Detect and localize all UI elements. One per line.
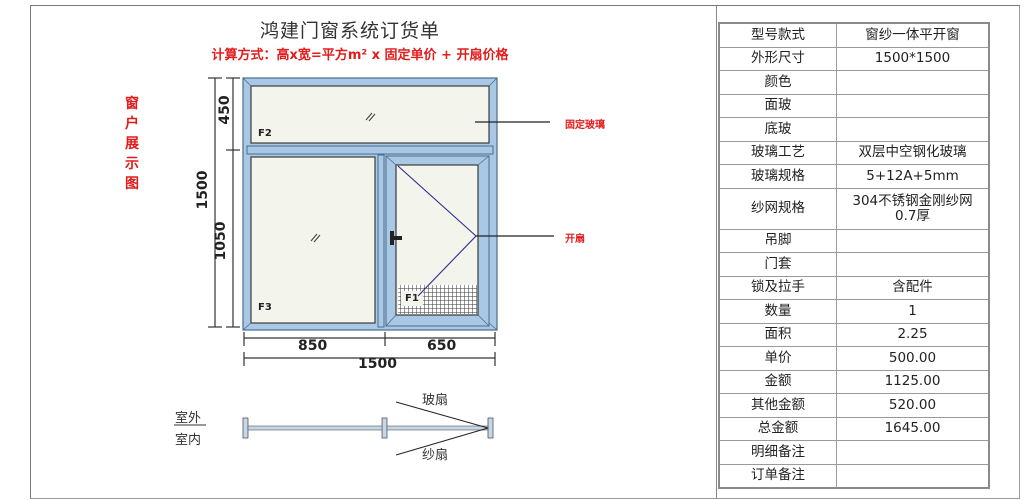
table-row: 面玻 <box>718 93 990 118</box>
legend-screen-sash: 纱扇 <box>422 448 449 463</box>
row-label: 外形尺寸 <box>718 46 837 71</box>
row-value <box>836 252 990 277</box>
legend-glass-sash: 玻扇 <box>422 393 449 408</box>
row-value <box>836 228 990 253</box>
row-label: 单价 <box>718 346 837 371</box>
table-row: 锁及拉手含配件 <box>718 275 990 300</box>
dim-bottom-height: 1050 <box>213 221 229 261</box>
row-label: 总金额 <box>718 416 837 441</box>
side-label-char: 展 <box>125 136 139 152</box>
vertical-dimension-lines <box>208 77 240 328</box>
row-label: 型号款式 <box>718 22 837 48</box>
row-value <box>836 463 990 489</box>
row-value <box>836 440 990 465</box>
row-label: 锁及拉手 <box>718 275 837 300</box>
table-row: 订单备注 <box>718 463 990 489</box>
row-label: 颜色 <box>718 70 837 95</box>
dim-top-height: 450 <box>217 95 233 125</box>
row-label: 玻璃规格 <box>718 164 837 189</box>
row-label: 面积 <box>718 322 837 347</box>
row-value: 2.25 <box>836 322 990 347</box>
row-label: 底玻 <box>718 117 837 142</box>
row-value: 500.00 <box>836 346 990 371</box>
row-label: 金额 <box>718 369 837 394</box>
row-value-line: 304不锈钢金刚纱网 <box>852 192 973 209</box>
callout-opening-sash: 开扇 <box>565 234 585 245</box>
row-label: 面玻 <box>718 93 837 118</box>
section-divider <box>716 5 717 499</box>
row-label: 吊脚 <box>718 228 837 253</box>
dim-total-width: 1500 <box>358 356 397 372</box>
table-row: 底玻 <box>718 117 990 142</box>
window-elevation-drawing <box>174 77 554 456</box>
side-label-char: 图 <box>125 176 139 192</box>
row-value: 5+12A+5mm <box>836 164 990 189</box>
table-row: 颜色 <box>718 70 990 95</box>
row-label: 纱网规格 <box>718 187 837 230</box>
order-sheet-frame <box>30 5 1020 499</box>
legend-outside: 室外 <box>175 411 202 426</box>
panel-label-f2: F2 <box>258 128 272 139</box>
row-label: 订单备注 <box>718 463 837 489</box>
row-label: 门套 <box>718 252 837 277</box>
sash-section-legend <box>174 401 494 456</box>
row-value: 520.00 <box>836 393 990 418</box>
dim-total-height: 1500 <box>195 170 211 210</box>
row-value <box>836 93 990 118</box>
row-label: 明细备注 <box>718 440 837 465</box>
sash-opening-lines <box>397 165 477 297</box>
row-label: 玻璃工艺 <box>718 140 837 165</box>
row-value: 含配件 <box>836 275 990 300</box>
panel-label-f3: F3 <box>258 302 272 313</box>
row-value <box>836 117 990 142</box>
table-row: 型号款式窗纱一体平开窗 <box>718 22 990 48</box>
horizontal-dimension-lines <box>243 332 496 366</box>
row-value: 1500*1500 <box>836 46 990 71</box>
row-label: 数量 <box>718 299 837 324</box>
row-value: 1125.00 <box>836 369 990 394</box>
row-value-line: 0.7厚 <box>895 207 930 224</box>
side-label-char: 窗 <box>125 96 139 112</box>
window-display-label: 窗 户 展 示 图 <box>122 94 142 194</box>
callout-fixed-glass: 固定玻璃 <box>565 120 605 131</box>
dim-left-width: 850 <box>298 338 328 354</box>
table-row: 吊脚 <box>718 228 990 253</box>
legend-inside: 室内 <box>175 433 202 448</box>
row-value <box>836 70 990 95</box>
table-row: 明细备注 <box>718 440 990 465</box>
panel-label-f1: F1 <box>405 293 419 304</box>
dim-right-width: 650 <box>427 338 457 354</box>
row-value: 1 <box>836 299 990 324</box>
side-label-char: 户 <box>125 116 139 132</box>
pricing-formula: 计算方式：高x宽=平方m² x 固定单价 + 开扇价格 <box>211 48 509 63</box>
row-label: 其他金额 <box>718 393 837 418</box>
table-row: 玻璃工艺双层中空钢化玻璃 <box>718 140 990 165</box>
table-row: 门套 <box>718 252 990 277</box>
row-value: 双层中空钢化玻璃 <box>836 140 990 165</box>
row-value: 1645.00 <box>836 416 990 441</box>
side-label-char: 示 <box>125 156 139 172</box>
page-title: 鸿建门窗系统订货单 <box>259 20 440 42</box>
row-value: 窗纱一体平开窗 <box>836 22 990 48</box>
